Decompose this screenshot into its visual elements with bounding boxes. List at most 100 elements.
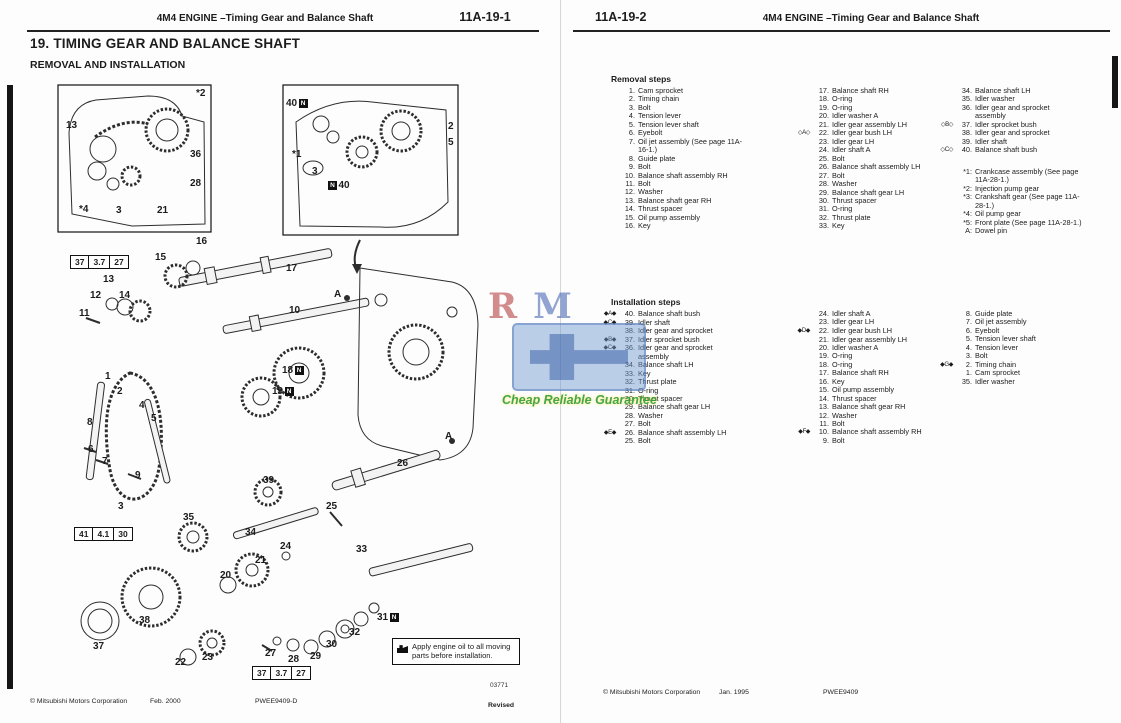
torque-ftlb: 30 <box>113 528 131 540</box>
part-number: 5 <box>448 137 454 148</box>
step-label: Thrust spacer <box>638 204 683 214</box>
step-number: 11. <box>625 178 635 188</box>
step-number: 24. <box>818 145 829 155</box>
part-number: *2 <box>196 88 206 99</box>
step-number: 20. <box>818 111 829 121</box>
step-label: Idler shaft A <box>832 309 871 318</box>
page-left: 4M4 ENGINE –Timing Gear and Balance Shaf… <box>7 10 539 709</box>
exploded-diagram <box>57 84 479 666</box>
torque-kgm: 3.7 <box>270 667 291 679</box>
step-label: Balance shaft bush <box>975 145 1038 155</box>
figure-number: 03771 <box>490 682 509 689</box>
removal-step: 29.Balance shaft gear LH <box>789 187 929 197</box>
step-number: 13. <box>818 402 829 412</box>
torque-nm: 37 <box>257 668 267 678</box>
step-number: 2. <box>965 359 972 369</box>
step-label: Idler shaft A <box>832 145 871 155</box>
step-number: 18. <box>818 359 829 369</box>
part-callout: 35 <box>183 512 194 523</box>
step-label: Tension lever shaft <box>975 334 1036 344</box>
step-label: Idler washer A <box>832 111 879 121</box>
note-label: Crankshaft gear (See page 11A-28-1.) <box>975 192 1080 210</box>
part-number: 10 <box>289 305 301 316</box>
step-label: Tension lever <box>975 342 1018 352</box>
reference-note: *1:Crankcase assembly (See page 11A-28-1… <box>932 167 1082 185</box>
step-marker: ◆C◆ <box>603 318 617 326</box>
step-label: Balance shaft gear LH <box>832 187 905 197</box>
part-number: 27 <box>265 648 277 659</box>
installation-step: ◆C◆36.Idler gear and sprocket assembly <box>595 343 745 361</box>
removal-step: 20.Idler washer A <box>789 111 929 121</box>
installation-step: 32.Thrust plate <box>595 377 745 387</box>
note-key: A: <box>965 226 972 236</box>
step-number: 4. <box>628 111 635 121</box>
installation-step: ◆G◆2.Timing chain <box>932 359 1082 370</box>
reference-note: *2:Injection pump gear <box>932 183 1082 193</box>
installation-step: 38.Idler gear and sprocket <box>595 326 745 335</box>
step-number: 16. <box>624 221 635 231</box>
step-number: 14. <box>818 393 829 403</box>
step-number: 28. <box>818 179 829 189</box>
step-label: Thrust spacer <box>638 393 683 403</box>
step-number: 26. <box>624 427 635 437</box>
step-number: 36. <box>624 343 635 353</box>
part-callout: 15 <box>155 252 166 263</box>
step-marker: ◇C◇ <box>940 146 954 154</box>
installation-col1: ◆A◆40.Balance shaft bush◆C◆39.Idler shaf… <box>595 309 745 446</box>
reference-note: *3:Crankshaft gear (See page 11A-28-1.) <box>932 192 1082 210</box>
step-label: Key <box>638 368 651 378</box>
step-number: 25. <box>624 436 635 446</box>
part-number: 19 <box>272 386 284 397</box>
installation-step: 7.Oil jet assembly <box>932 317 1082 326</box>
removal-notes: *1:Crankcase assembly (See page 11A-28-1… <box>932 167 1082 236</box>
step-number: 40. <box>961 145 972 155</box>
removal-step: 2.Timing chain <box>595 94 745 103</box>
step-label: Idler washer <box>975 94 1015 104</box>
part-callout: 29 <box>310 651 321 662</box>
part-number: 40 <box>338 180 350 191</box>
installation-step: 27.Bolt <box>595 419 745 428</box>
part-callout: 34 <box>245 527 256 538</box>
part-number: 13 <box>103 274 115 285</box>
part-number: 28 <box>190 178 202 189</box>
removal-step: 4.Tension lever <box>595 111 745 121</box>
step-label: Idler gear and sprocket <box>975 128 1050 138</box>
part-number: 25 <box>326 501 338 512</box>
part-callout: 27 <box>265 648 276 659</box>
revision-bar-right <box>1112 56 1118 108</box>
step-number: 36. <box>961 102 972 112</box>
torque-ftlb: 27 <box>291 667 309 679</box>
note-key: *2: <box>963 183 972 193</box>
right-footer-date: Jan. 1995 <box>719 689 749 696</box>
step-label: Balance shaft gear RH <box>638 195 712 205</box>
removal-step: 39.Idler shaft <box>932 137 1082 146</box>
part-number: 15 <box>155 252 167 263</box>
installation-step: 16.Key <box>789 377 929 386</box>
installation-steps-heading: Installation steps <box>611 297 681 307</box>
part-number: 36 <box>190 149 202 160</box>
removal-step: 33.Key <box>789 221 929 231</box>
removal-step: 26.Balance shaft assembly LH <box>789 162 929 171</box>
step-number: 7. <box>628 136 635 146</box>
installation-step: 24.Idler shaft A <box>789 309 929 318</box>
part-callout: 32 <box>349 627 360 638</box>
part-number: 8 <box>87 417 93 428</box>
step-number: 1. <box>965 368 972 378</box>
removal-step: 23.Idler gear LH <box>789 137 929 146</box>
removal-step: 11.Bolt <box>595 178 745 188</box>
removal-step: 3.Bolt <box>595 103 745 112</box>
step-number: 33. <box>818 221 829 231</box>
step-number: 35. <box>961 376 972 386</box>
step-label: Thrust plate <box>638 377 677 387</box>
installation-step: 8.Guide plate <box>932 309 1082 318</box>
removal-step: 28.Washer <box>789 179 929 189</box>
installation-step: 14.Thrust spacer <box>789 393 929 403</box>
part-callout: 25 <box>326 501 337 512</box>
step-number: 22. <box>818 128 829 138</box>
step-number: 29. <box>818 187 829 197</box>
